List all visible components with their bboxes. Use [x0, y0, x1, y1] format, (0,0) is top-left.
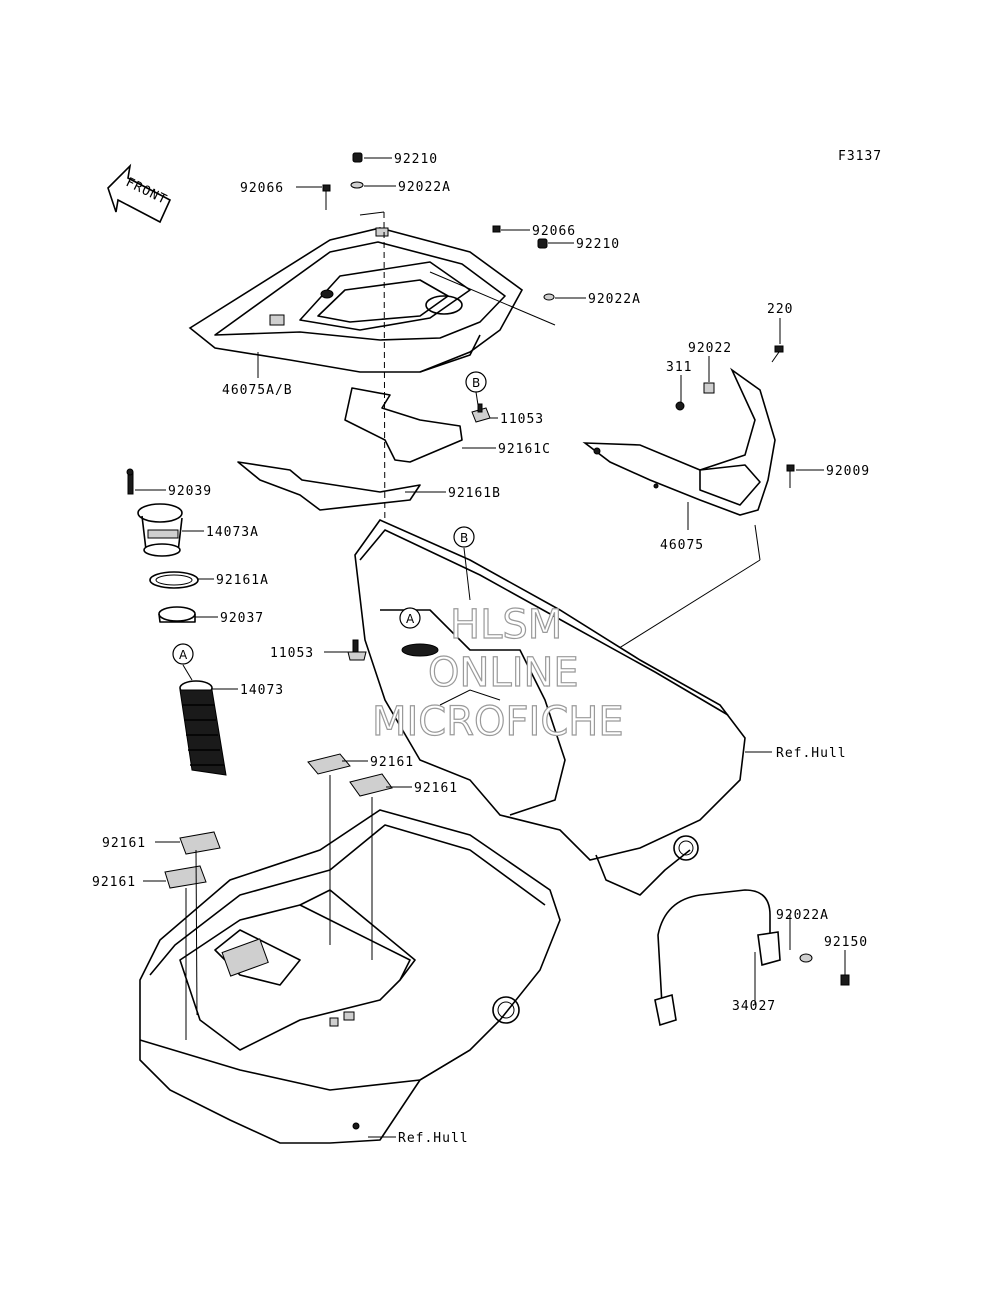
label-92161-c: 92161 — [102, 836, 146, 851]
nut-311-icon — [675, 401, 685, 411]
bolt-92039-icon — [126, 468, 134, 495]
label-92150: 92150 — [824, 935, 868, 950]
label-14073: 14073 — [240, 683, 284, 698]
bolt-220-icon — [771, 345, 784, 363]
deck-cover-46075AB — [188, 227, 524, 373]
label-refhull-bottom: Ref.Hull — [398, 1131, 469, 1146]
label-92161-d: 92161 — [92, 875, 136, 890]
nut-92022-icon — [703, 382, 715, 394]
label-92066-left: 92066 — [240, 181, 284, 196]
screw-92066-left-icon — [322, 184, 331, 210]
screw-92066-right-icon — [492, 225, 501, 233]
label-14073A: 14073A — [206, 525, 259, 540]
ref-marker-a-left: A — [172, 643, 194, 665]
label-92022: 92022 — [688, 341, 732, 356]
rear-hull-section — [354, 519, 746, 896]
rear-cover-46075 — [582, 367, 776, 516]
svg-text:ONLINE: ONLINE — [428, 650, 579, 696]
label-refhull-right: Ref.Hull — [776, 746, 847, 761]
svg-text:B: B — [460, 531, 468, 545]
label-92161-a: 92161 — [370, 755, 414, 770]
bolt-92150-icon — [840, 965, 850, 986]
label-92161B: 92161B — [448, 486, 501, 501]
ref-marker-b-top: B — [465, 371, 487, 393]
ring-92161A — [149, 571, 199, 589]
clamp-92037 — [158, 606, 196, 623]
washer-92022A-top-icon — [350, 181, 364, 189]
svg-text:B: B — [472, 376, 480, 390]
svg-text:MICROFICHE: MICROFICHE — [372, 699, 624, 745]
svg-text:HLSM: HLSM — [450, 602, 562, 648]
washer-92022A-bottom-icon — [799, 953, 813, 963]
label-92210-top: 92210 — [394, 152, 438, 167]
watermark: HLSM ONLINE MICROFICHE — [371, 601, 624, 745]
grab-bar-34027 — [654, 889, 781, 1027]
clip-11053-top-icon — [471, 403, 491, 423]
hose-14073 — [179, 680, 227, 776]
label-311: 311 — [666, 360, 692, 375]
label-11053-mid: 11053 — [270, 646, 314, 661]
figure-code: F3137 — [838, 149, 882, 164]
label-92037: 92037 — [220, 611, 264, 626]
label-46075AB: 46075A/B — [222, 383, 293, 398]
label-92161C: 92161C — [498, 442, 551, 457]
label-92009: 92009 — [826, 464, 870, 479]
label-92210-right: 92210 — [576, 237, 620, 252]
label-92066-right: 92066 — [532, 224, 576, 239]
lower-hull-section — [139, 809, 561, 1144]
decal-92161-c — [179, 831, 221, 855]
label-34027: 34027 — [732, 999, 776, 1014]
ref-marker-b-hull: B — [453, 526, 475, 548]
label-92022A-bottom: 92022A — [776, 908, 829, 923]
ref-marker-a-hull: A — [399, 607, 421, 629]
label-220: 220 — [767, 302, 793, 317]
decal-92161-d — [164, 865, 207, 889]
filler-neck-14073A — [137, 503, 183, 557]
svg-text:A: A — [179, 648, 188, 662]
label-11053-top: 11053 — [500, 412, 544, 427]
label-46075: 46075 — [660, 538, 704, 553]
label-92022A-top: 92022A — [398, 180, 451, 195]
label-92161-b: 92161 — [414, 781, 458, 796]
bolt-92210-right-icon — [537, 238, 548, 249]
clip-11053-mid-icon — [347, 639, 367, 661]
screw-92009-icon — [786, 464, 795, 488]
decal-92161-a — [307, 753, 351, 775]
label-92161A: 92161A — [216, 573, 269, 588]
svg-text:A: A — [406, 612, 415, 626]
gasket-92161C — [344, 387, 463, 463]
label-92039: 92039 — [168, 484, 212, 499]
front-arrow-icon: FRONT — [107, 163, 172, 224]
label-92022A-right: 92022A — [588, 292, 641, 307]
decal-92161-b — [349, 773, 393, 797]
washer-92022A-right-icon — [543, 293, 555, 301]
bolt-92210-top-icon — [352, 152, 363, 163]
gasket-92161B — [237, 461, 421, 511]
